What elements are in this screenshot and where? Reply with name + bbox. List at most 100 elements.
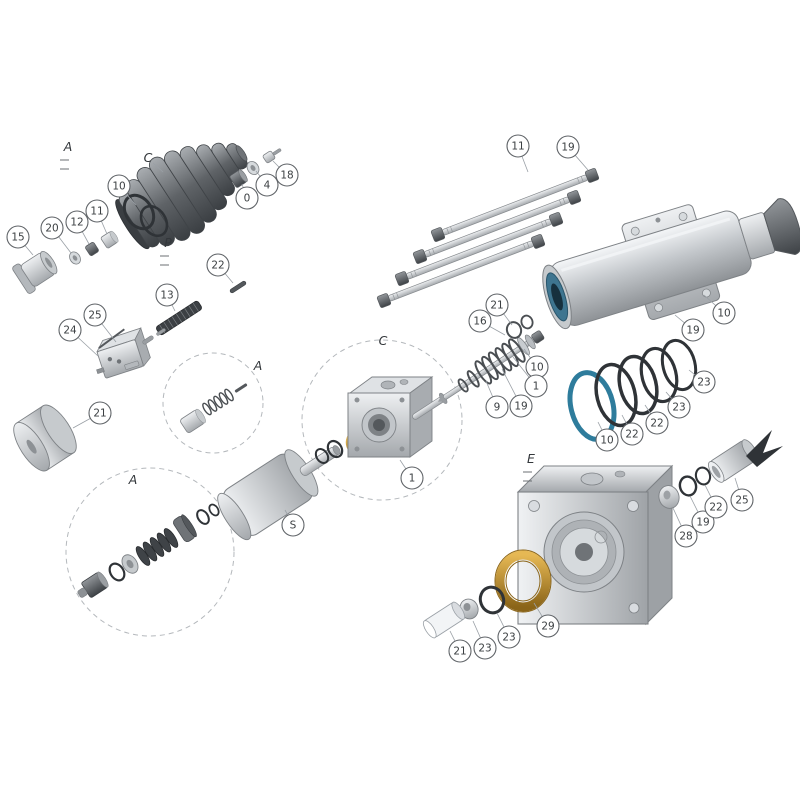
part-gland-rings (505, 314, 534, 339)
part-dowel-pin (229, 280, 247, 294)
callout-23: 23 (688, 369, 716, 394)
callout-label: 10 (530, 362, 543, 374)
callout-circle (275, 163, 299, 187)
callout-leader (703, 294, 717, 306)
detail-region-circle (65, 467, 235, 637)
callout-leader (449, 630, 456, 642)
callout-4: 4 (255, 170, 279, 197)
part-piston-rod-spring (438, 330, 545, 402)
callout-label: 22 (650, 418, 663, 430)
callout-circle (85, 199, 109, 223)
callout-leader (81, 231, 90, 245)
callout-circle (281, 513, 305, 537)
callout-label: 15 (11, 232, 24, 244)
callout-label: 25 (88, 310, 101, 322)
callout-circle (674, 524, 698, 548)
callout-label: 1 (409, 473, 416, 485)
part-detail-valve-small (180, 383, 248, 433)
callout-circle (712, 301, 736, 325)
callout-label: 28 (679, 531, 692, 543)
callout-circle (83, 303, 107, 327)
callout-label: 10 (600, 435, 613, 447)
callout-circle (704, 495, 728, 519)
callout-leader (704, 484, 712, 498)
callout-leader (523, 348, 531, 359)
callout-label: 19 (686, 325, 699, 337)
callout-label: 0 (244, 193, 251, 205)
callout-circle (473, 636, 497, 660)
callout-label: 20 (45, 223, 58, 235)
callout-circle (6, 225, 30, 249)
callout-leader (489, 326, 506, 336)
section-label-p: P (160, 235, 172, 266)
callout-leader (272, 160, 280, 168)
callout-circle (645, 411, 669, 435)
callout-label: 22 (625, 429, 638, 441)
section-label-c: C (379, 333, 388, 348)
callout-leader (512, 356, 530, 378)
callout-circle (595, 428, 619, 452)
part-tie-rods (376, 168, 600, 308)
callout-1: 1 (399, 459, 424, 490)
callout-28: 28 (672, 507, 698, 548)
callout-circle (155, 283, 179, 307)
callout-label: 21 (93, 408, 106, 420)
detail-region-circle (301, 339, 463, 501)
callout-23: 23 (496, 612, 521, 649)
callout-29: 29 (533, 602, 560, 638)
callout-circle (485, 395, 509, 419)
section-letter: A (128, 472, 138, 487)
callout-leader (501, 368, 517, 397)
callout-label: 11 (511, 141, 524, 153)
callout-22: 22 (704, 484, 728, 519)
part-mounting-hardware-left (69, 230, 119, 265)
part-retaining-clip (746, 430, 783, 467)
callout-circle (485, 293, 509, 317)
part-disc-spring-stack (135, 528, 179, 566)
callout-label: 22 (709, 502, 722, 514)
callout-0: 0 (235, 183, 259, 210)
callout-23: 23 (665, 391, 691, 419)
callout-21: 21 (448, 630, 472, 663)
detail-region-circle (162, 352, 264, 454)
section-label-a: A (128, 472, 138, 487)
callout-label: S (290, 520, 297, 532)
callout-23: 23 (472, 620, 497, 660)
callout-circle (206, 253, 230, 277)
callout-circle (536, 614, 560, 638)
callout-label: 1 (533, 381, 540, 393)
callout-label: 25 (735, 495, 748, 507)
part-bottom-seal-chain (422, 585, 506, 639)
callout-circle (255, 173, 279, 197)
callout-s: S (281, 509, 305, 537)
section-label-a: A (60, 139, 72, 170)
callout-label: 19 (696, 517, 709, 529)
section-label-e: E (523, 451, 535, 482)
callout-24: 24 (58, 318, 99, 357)
callout-circle (667, 395, 691, 419)
part-bronze-gland-ring (494, 549, 552, 613)
callout-19: 19 (689, 495, 715, 534)
part-valve-block (347, 376, 448, 458)
section-letter: E (527, 451, 535, 466)
callout-circle (497, 625, 521, 649)
callout-leader (734, 477, 740, 490)
part-seal-kit-chain (77, 503, 220, 598)
callout-leader (689, 495, 699, 513)
callout-leader (672, 507, 682, 527)
callout-leader (255, 170, 261, 177)
callout-label: 11 (90, 206, 103, 218)
callout-20: 20 (40, 216, 72, 254)
callout-circle (692, 370, 716, 394)
callout-label: 23 (697, 377, 710, 389)
callout-circle (509, 394, 533, 418)
callout-leader (503, 313, 513, 326)
callout-circle (620, 422, 644, 446)
callout-25: 25 (83, 303, 117, 343)
callout-leader (674, 314, 685, 324)
callout-11: 11 (506, 134, 530, 173)
callout-circle (506, 134, 530, 158)
callout-leader (399, 459, 407, 470)
callout-21: 21 (72, 401, 112, 429)
